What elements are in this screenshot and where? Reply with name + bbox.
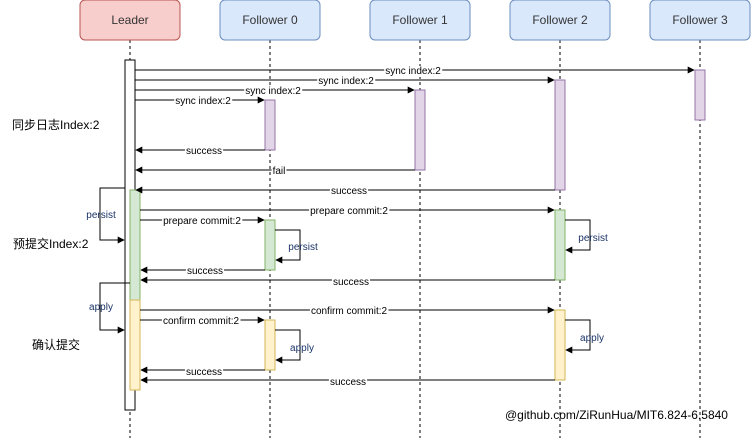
- actor-follower2-label: Follower 2: [532, 13, 588, 27]
- resp-follower1-label: fail: [273, 166, 286, 177]
- credit-text: @github.com/ZiRunHua/MIT6.824-6.5840: [505, 408, 728, 422]
- actor-follower3-label: Follower 3: [672, 13, 728, 27]
- actor-follower3: Follower 3: [649, 0, 751, 41]
- resp-follower0-label: success: [186, 146, 222, 157]
- leader-apply-selfcall: [99, 282, 130, 334]
- follower3-sync-activation: [694, 69, 706, 121]
- actor-follower2: Follower 2: [509, 0, 611, 41]
- follower2-confirm-activation: [554, 309, 566, 381]
- label-background: [161, 316, 241, 327]
- leader-persist-label: persist: [86, 210, 116, 221]
- follower2-apply-selfcall: [565, 319, 591, 354]
- leader-persist-selfcall: [99, 187, 125, 244]
- actor-follower0-label: Follower 0: [242, 13, 298, 27]
- prepare-resp-follower2-label: success: [333, 277, 369, 288]
- follower2-prepare-activation: [554, 209, 566, 281]
- label-background: [309, 206, 390, 217]
- follower0-apply-selfcall: [275, 329, 301, 364]
- follower2-apply-label: apply: [580, 333, 604, 344]
- phase-prepare-label: 预提交Index:2: [13, 236, 89, 251]
- sync-msg-follower0-label: sync index:2: [175, 96, 231, 107]
- label-background: [331, 277, 371, 288]
- follower0-sync-activation: [264, 99, 276, 151]
- label-background: [271, 166, 287, 177]
- prepare-msg-follower0-label: prepare commit:2: [163, 216, 241, 227]
- confirm-resp-follower2-label: success: [330, 377, 366, 388]
- actor-leader: Leader: [79, 0, 181, 41]
- phase-sync-label: 同步日志Index:2: [12, 118, 100, 132]
- follower2-persist-label: persist: [578, 233, 608, 244]
- label-background: [328, 377, 368, 388]
- follower0-persist-selfcall: [275, 229, 301, 264]
- leader-confirm-activation: [129, 299, 141, 391]
- resp-follower2-label: success: [331, 186, 367, 197]
- sync-msg-follower3-label: sync index:2: [385, 66, 441, 77]
- actor-follower0: Follower 0: [219, 0, 321, 41]
- actor-follower1: Follower 1: [369, 0, 471, 41]
- actor-follower1-label: Follower 1: [392, 13, 448, 27]
- leader-prepare-activation: [129, 189, 141, 301]
- label-background: [184, 146, 224, 157]
- confirm-resp-follower0-label: success: [186, 367, 222, 378]
- sync-msg-follower2-label: sync index:2: [318, 76, 374, 87]
- actor-leader-label: Leader: [111, 13, 148, 27]
- label-background: [317, 76, 376, 87]
- prepare-resp-follower0-label: success: [187, 266, 223, 277]
- label-background: [384, 66, 443, 77]
- follower2-sync-activation: [554, 79, 566, 191]
- phase-confirm-label: 确认提交: [32, 337, 80, 352]
- confirm-msg-follower2-label: confirm commit:2: [311, 306, 388, 317]
- label-background: [244, 86, 303, 97]
- label-background: [329, 186, 369, 197]
- follower0-confirm-activation: [264, 319, 276, 371]
- label-background: [174, 96, 233, 107]
- label-background: [184, 367, 224, 378]
- follower0-apply-label: apply: [290, 343, 314, 354]
- follower2-persist-selfcall: [565, 219, 591, 254]
- follower1-sync-activation: [414, 89, 426, 171]
- leader-apply-label: apply: [89, 302, 113, 313]
- confirm-msg-follower0-label: confirm commit:2: [163, 316, 240, 327]
- follower0-prepare-activation: [264, 219, 276, 271]
- label-background: [185, 266, 225, 277]
- label-background: [309, 306, 389, 317]
- sync-msg-follower1-label: sync index:2: [245, 86, 301, 97]
- label-background: [162, 216, 243, 227]
- follower0-persist-label: persist: [288, 242, 318, 253]
- prepare-msg-follower2-label: prepare commit:2: [310, 206, 388, 217]
